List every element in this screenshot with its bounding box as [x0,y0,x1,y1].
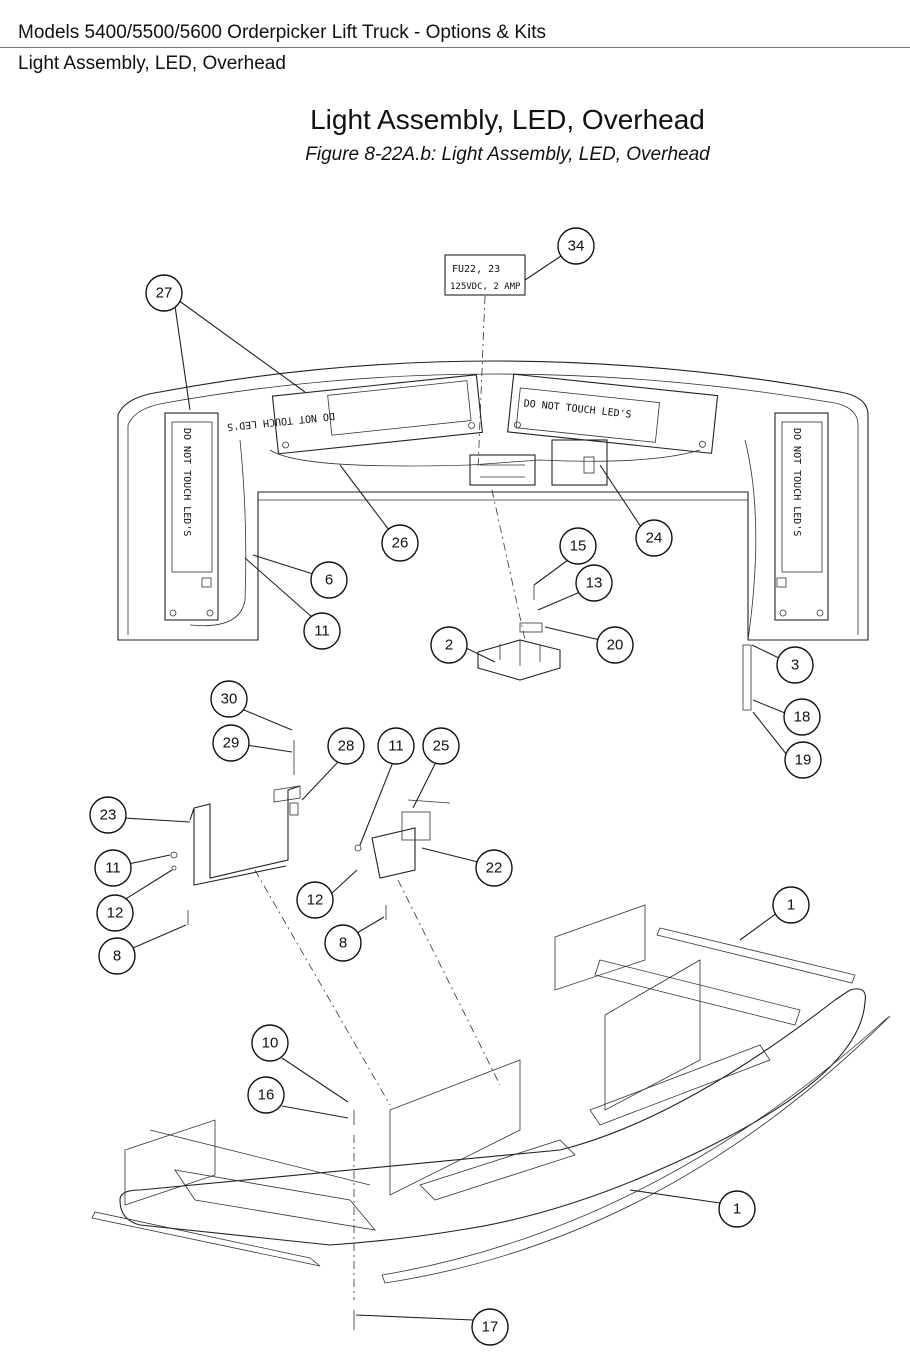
callout-28: 28 [327,727,365,765]
callout-22: 22 [475,849,513,887]
left-bracket [170,740,391,1106]
svg-text:11: 11 [105,860,121,877]
svg-text:8: 8 [113,948,121,965]
svg-text:30: 30 [221,691,238,708]
lower-assembly [91,904,891,1330]
callout-13: 13 [575,564,613,602]
svg-text:16: 16 [258,1087,275,1104]
svg-text:11: 11 [388,738,404,755]
callout-1-bottom: 1 [718,1190,756,1228]
svg-text:8: 8 [339,935,347,952]
overhead-housing-top-view: DO NOT TOUCH LED'S DO NOT TOUCH LED'S DO… [117,360,869,711]
header-divider [0,47,910,48]
svg-text:27: 27 [156,285,173,302]
callout-27: 27 [145,274,183,312]
callout-2: 2 [430,626,468,664]
callout-34: 34 [557,227,595,265]
callout-3: 3 [776,646,814,684]
callout-11-top: 11 [303,612,341,650]
fuse-block-assembly [477,489,561,681]
led-panel-center-left-label: DO NOT TOUCH LED'S [226,410,335,432]
svg-text:15: 15 [570,538,587,555]
callout-30: 30 [210,680,248,718]
callout-25: 25 [422,727,460,765]
svg-text:34: 34 [568,238,585,255]
fuse-decal: FU22, 23 125VDC, 2 AMP [444,254,526,471]
led-panel-left-label: DO NOT TOUCH LED'S [181,428,192,536]
callout-8-mid: 8 [324,924,362,962]
figure-caption: Figure 8-22A.b: Light Assembly, LED, Ove… [305,144,710,165]
right-bracket [354,799,501,1086]
callout-15: 15 [559,527,597,565]
svg-text:25: 25 [433,738,450,755]
callout-19: 19 [784,741,822,779]
callout-20: 20 [596,626,634,664]
svg-text:18: 18 [794,709,811,726]
svg-text:1: 1 [733,1201,741,1218]
svg-text:28: 28 [338,738,355,755]
svg-text:11: 11 [314,623,330,640]
svg-text:13: 13 [586,575,603,592]
callout-29: 29 [212,724,250,762]
callout-18: 18 [783,698,821,736]
callout-23: 23 [89,796,127,834]
callout-11-mid: 11 [377,727,415,765]
svg-text:24: 24 [646,530,663,547]
svg-text:29: 29 [223,735,240,752]
callout-12-left: 12 [96,894,134,932]
svg-text:12: 12 [107,905,124,922]
led-panel-right-label: DO NOT TOUCH LED'S [791,428,802,536]
svg-text:19: 19 [795,752,812,769]
section-name: Light Assembly, LED, Overhead [18,53,286,74]
decal-line2: 125VDC, 2 AMP [450,282,521,292]
callout-11-left: 11 [94,849,132,887]
callout-6: 6 [310,561,348,599]
callout-17: 17 [471,1308,509,1346]
figure-title: Light Assembly, LED, Overhead [310,104,705,135]
svg-text:26: 26 [392,535,409,552]
svg-text:6: 6 [325,572,333,589]
svg-text:22: 22 [486,860,503,877]
led-panel-center-right-label: DO NOT TOUCH LED'S [523,398,632,420]
svg-text:23: 23 [100,807,117,824]
decal-line1: FU22, 23 [452,264,500,275]
svg-text:1: 1 [787,897,795,914]
svg-text:2: 2 [445,637,453,654]
svg-text:3: 3 [791,657,799,674]
callout-8-left: 8 [98,937,136,975]
callout-10: 10 [251,1024,289,1062]
svg-text:10: 10 [262,1035,279,1052]
callout-12-mid: 12 [296,881,334,919]
document-header-title: Models 5400/5500/5600 Orderpicker Lift T… [18,22,547,43]
callout-26: 26 [381,524,419,562]
svg-text:12: 12 [307,892,324,909]
callout-16: 16 [247,1076,285,1114]
svg-text:20: 20 [607,637,624,654]
leader-lines [123,255,788,1321]
callout-24: 24 [635,519,673,557]
callout-1-top: 1 [772,886,810,924]
svg-text:17: 17 [482,1319,499,1336]
